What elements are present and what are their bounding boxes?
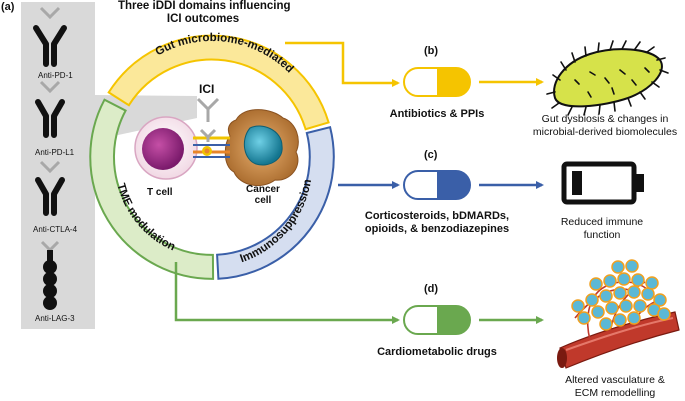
pill-icon-c [403, 170, 471, 200]
cancer-cell-label: Cancer cell [243, 184, 283, 206]
panel-b-drug: Antibiotics & PPIs [389, 108, 485, 120]
panel-b-label: (b) [424, 45, 439, 57]
zoom-wedge [95, 95, 197, 140]
panel-c-drug-line-1: Corticosteroids, bDMARDs, [364, 210, 510, 222]
antibody-label-ctla4: Anti-CTLA-4 [33, 225, 78, 234]
panel-d-label: (d) [424, 283, 439, 295]
ici-label: ICI [199, 82, 215, 96]
pill-icon-d [403, 305, 471, 335]
ici-antibody-icon [196, 97, 220, 122]
antibody-label-pdl1: Anti-PD-L1 [35, 148, 75, 157]
panel-c-drug-line-2: opioids, & benzodiazepines [364, 223, 510, 235]
panel-a-label: (a) [1, 1, 15, 13]
cancer-cell-label-line-2: cell [254, 195, 272, 206]
panel-c-label: (c) [424, 149, 438, 161]
panel-d-outcome: Altered vasculature & ECM remodelling [550, 374, 680, 399]
figure-title-line-1: Three iDDI domains influencing [118, 0, 291, 12]
antibody-icon-pd1 [33, 6, 67, 67]
figure-title: Three iDDI domains influencing ICI outco… [118, 0, 291, 26]
antibody-panel [21, 2, 95, 329]
panel-b-outcome: Gut dysbiosis & changes in microbial-der… [520, 113, 685, 138]
tme-domain-arc [89, 98, 215, 280]
antibody-icon-pdl1 [35, 80, 65, 138]
antibody-icon-ctla4 [35, 160, 65, 216]
gut-domain-arc [107, 34, 330, 131]
cancer-cell-label-line-1: Cancer [246, 184, 280, 195]
antibody-label-lag3: Anti-LAG-3 [35, 314, 75, 323]
t-cell-label: T cell [147, 187, 173, 198]
antibody-label-pd1: Anti-PD-1 [38, 71, 73, 80]
t-cell-icon [134, 116, 198, 180]
panel-d-outcome-line-2: ECM remodelling [574, 386, 656, 399]
bacteria-icon [546, 40, 669, 116]
vasculature-icon [557, 259, 680, 369]
panel-b-outcome-line-1: Gut dysbiosis & changes in [541, 113, 669, 125]
panel-c-drug: Corticosteroids, bDMARDs, opioids, & ben… [347, 210, 527, 236]
tme-connector-arrow [174, 262, 400, 324]
low-battery-icon [561, 161, 644, 205]
cancer-cell-icon [224, 109, 299, 187]
synapse-receptors-icon [193, 128, 230, 158]
gut-connector-arrow [285, 41, 400, 87]
panel-d-drug: Cardiometabolic drugs [377, 346, 497, 358]
chain-antibody-icon-lag3 [40, 240, 60, 310]
panel-c-outcome: Reduced immune function [547, 216, 657, 241]
pill-icon-b [403, 67, 471, 97]
figure-title-line-2: ICI outcomes [166, 13, 240, 25]
panel-c-outcome-line-2: function [583, 228, 621, 241]
panel-b-outcome-line-2: microbial-derived biomolecules [532, 125, 678, 138]
immuno-domain-arc [216, 125, 335, 280]
panel-c-outcome-line-1: Reduced immune [560, 216, 644, 228]
panel-d-outcome-line-1: Altered vasculature & [565, 374, 665, 386]
